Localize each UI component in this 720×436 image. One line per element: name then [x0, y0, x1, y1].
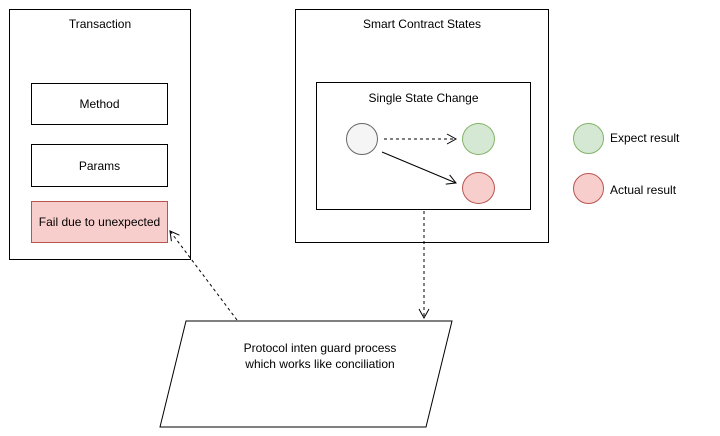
single-state-change-title: Single State Change: [368, 91, 479, 105]
transaction-title: Transaction: [68, 17, 132, 31]
contract-states-title: Smart Contract States: [362, 17, 482, 31]
process-label: Protocol inten guard process which works…: [180, 340, 460, 372]
process-line-1: Protocol inten guard process: [243, 341, 397, 355]
actual-transition-arrow: [381, 151, 457, 185]
process-parallelogram: [159, 320, 453, 428]
fail-box: Fail due to unexpected: [31, 201, 168, 243]
actual-state-circle: [462, 172, 495, 204]
legend-expect-circle: [573, 123, 604, 154]
params-box: Params: [31, 144, 168, 187]
legend-expect-label: Expect result: [610, 131, 680, 145]
process-line-2: which works like conciliation: [245, 357, 395, 371]
legend-actual-label: Actual result: [610, 183, 677, 197]
expected-state-circle: [462, 123, 495, 155]
initial-state-circle: [346, 123, 378, 155]
method-box: Method: [31, 83, 168, 125]
legend-actual-circle: [573, 173, 604, 204]
process-to-fail-arrow: [169, 230, 238, 321]
